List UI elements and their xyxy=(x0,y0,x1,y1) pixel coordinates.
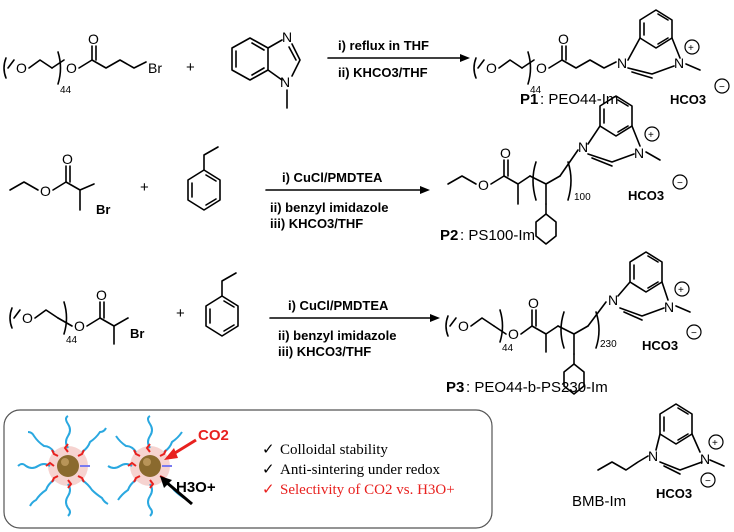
h3o-arrow xyxy=(165,480,193,506)
oxygen-atom: O xyxy=(74,318,85,334)
nitrogen-atom: N xyxy=(674,55,684,71)
nanoparticle-1 xyxy=(17,415,109,517)
nitrogen-atom: N xyxy=(282,29,292,45)
p1-label-bold: P1 xyxy=(520,91,538,108)
nitrogen-atom: N xyxy=(617,55,627,71)
condition-line: ii) KHCO3/THF xyxy=(338,65,428,80)
condition-line: i) reflux in THF xyxy=(338,38,429,53)
negative-charge: − xyxy=(691,328,697,339)
oxygen-atom: O xyxy=(16,60,27,76)
repeat-count: 100 xyxy=(574,192,591,203)
condition-line: iii) KHCO3/THF xyxy=(270,216,363,231)
condition-line: i) CuCl/PMDTEA xyxy=(288,298,389,313)
nitrogen-atom: N xyxy=(280,74,290,90)
ethyl-bromoisobutyrate-reactant: O O Br xyxy=(9,151,110,217)
bromine-atom: Br xyxy=(96,202,110,217)
p3-label-bold: P3 xyxy=(446,379,464,396)
oxygen-atom: O xyxy=(478,177,489,193)
check-icon: ✓ xyxy=(262,462,275,478)
carbonyl-oxygen: O xyxy=(88,31,99,47)
condition-line: i) CuCl/PMDTEA xyxy=(282,170,383,185)
peo-bromoisobutyrate-reactant: O 44 O O Br xyxy=(9,287,144,346)
repeat-count: 44 xyxy=(530,85,542,96)
peo-bromoester-reactant: O 44 O O Br xyxy=(3,31,162,96)
reaction-p3: O 44 O O Br + i) CuCl/PMDTEA ii) benzyl … xyxy=(9,251,702,396)
bullet-text: Colloidal stability xyxy=(280,442,388,458)
nanoparticle-legend-box: CO2 H3O+ ✓ Colloidal stability ✓ Anti-si… xyxy=(3,409,493,529)
negative-charge: − xyxy=(677,178,683,189)
positive-charge: + xyxy=(678,285,684,296)
carbonyl-oxygen: O xyxy=(528,295,539,311)
condition-line: iii) KHCO3/THF xyxy=(278,344,371,359)
plus-sign: + xyxy=(186,59,195,76)
repeat-count: 230 xyxy=(600,339,617,350)
carbonyl-oxygen: O xyxy=(500,145,511,161)
plus-sign: + xyxy=(176,305,185,322)
oxygen-atom: O xyxy=(486,60,497,76)
counterion: HCO3 xyxy=(656,486,692,501)
check-icon: ✓ xyxy=(262,482,275,498)
bmb-im-structure: N N + xyxy=(597,403,725,475)
negative-charge: − xyxy=(705,476,711,487)
nitrogen-atom: N xyxy=(634,145,644,161)
carbonyl-oxygen: O xyxy=(62,151,73,167)
positive-charge: + xyxy=(648,130,654,141)
condition-line: ii) benzyl imidazole xyxy=(278,328,396,343)
oxygen-atom: O xyxy=(66,60,77,76)
p2-product-structure: O O 100 N N + xyxy=(447,95,661,245)
styrene-reactant xyxy=(205,272,239,337)
oxygen-atom: O xyxy=(536,60,547,76)
negative-charge: − xyxy=(719,82,725,93)
bromine-atom: Br xyxy=(130,326,144,341)
positive-charge: + xyxy=(712,438,718,449)
p2-label-bold: P2 xyxy=(440,227,458,244)
p3-product-structure: O 44 O O 230 N N + xyxy=(445,251,691,395)
styrene-reactant xyxy=(187,146,221,211)
p3-label: : PEO44-b-PS230-Im xyxy=(466,379,608,396)
repeat-count: 44 xyxy=(502,343,514,354)
oxygen-atom: O xyxy=(458,318,469,334)
positive-charge: + xyxy=(688,43,694,54)
methylbenzimidazole-reactant: N N xyxy=(231,29,301,109)
p1-label: : PEO44-Im xyxy=(540,91,618,108)
nitrogen-atom: N xyxy=(700,451,710,467)
counterion: HCO3 xyxy=(628,188,664,203)
bmb-label: BMB-Im xyxy=(572,493,626,510)
counterion: HCO3 xyxy=(670,92,706,107)
p1-product-structure: O 44 O O N N + xyxy=(473,9,701,96)
carbonyl-oxygen: O xyxy=(96,287,107,303)
check-icon: ✓ xyxy=(262,442,275,458)
nitrogen-atom: N xyxy=(578,139,588,155)
oxygen-atom: O xyxy=(508,326,519,342)
reaction-p1: O 44 O O Br + N N i) reflux in THF ii) K xyxy=(3,9,730,109)
h3o-label: H3O+ xyxy=(176,479,216,496)
co2-label: CO2 xyxy=(198,427,229,444)
repeat-count: 44 xyxy=(66,335,78,346)
carbonyl-oxygen: O xyxy=(558,31,569,47)
nitrogen-atom: N xyxy=(608,292,618,308)
bromine-atom: Br xyxy=(148,60,162,76)
reaction-p2: O O Br + i) CuCl/PMDTEA ii) benzyl imida… xyxy=(9,95,688,245)
nitrogen-atom: N xyxy=(648,448,658,464)
p2-label: : PS100-Im xyxy=(460,227,535,244)
plus-sign: + xyxy=(140,179,149,196)
condition-line: ii) benzyl imidazole xyxy=(270,200,388,215)
nitrogen-atom: N xyxy=(664,299,674,315)
oxygen-atom: O xyxy=(40,183,51,199)
oxygen-atom: O xyxy=(22,310,33,326)
bullet-text: Selectivity of CO2 vs. H3O+ xyxy=(280,482,455,498)
counterion: HCO3 xyxy=(642,338,678,353)
bullet-text: Anti-sintering under redox xyxy=(280,462,440,478)
repeat-count: 44 xyxy=(60,85,72,96)
